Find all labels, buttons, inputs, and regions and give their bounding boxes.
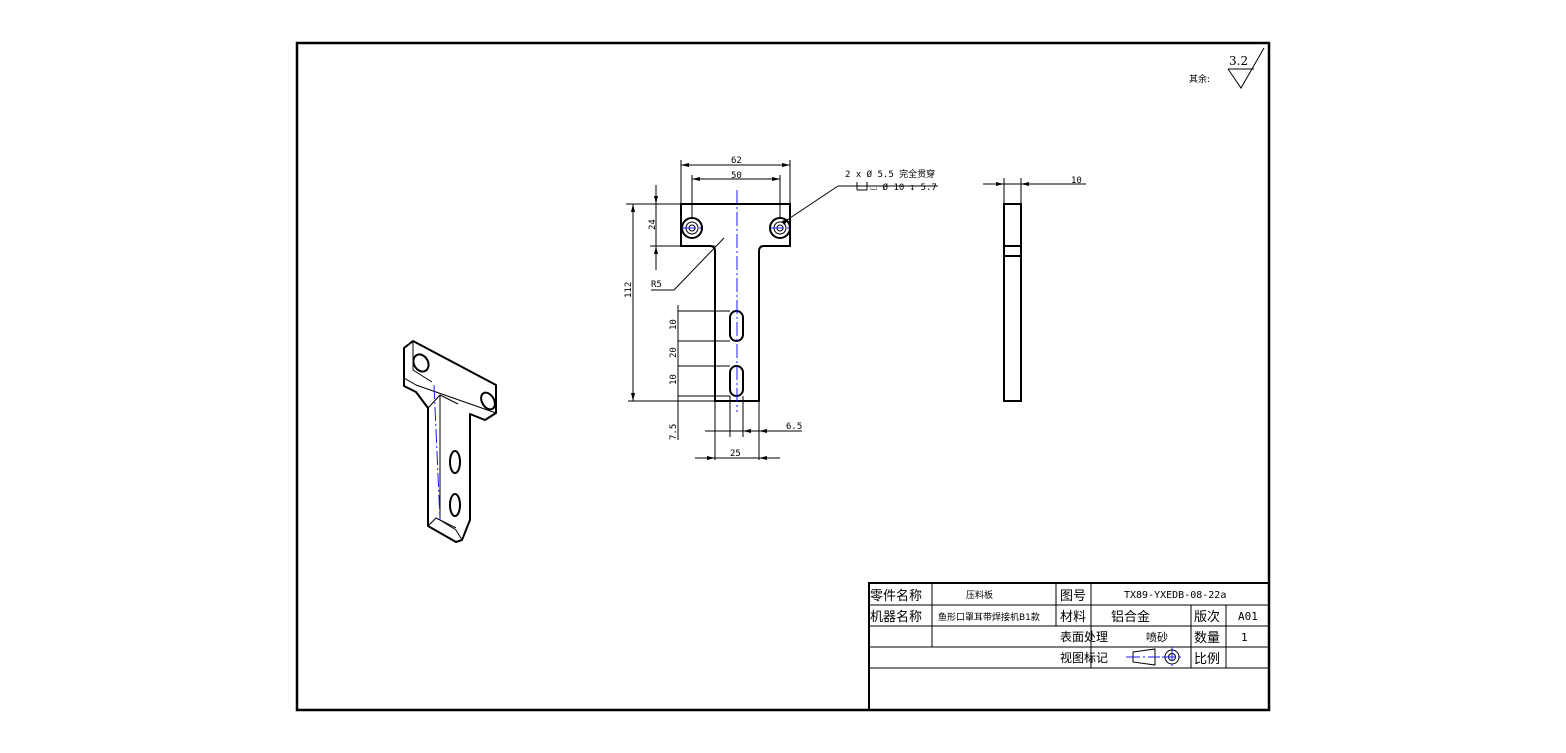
side-view bbox=[983, 178, 1086, 402]
view-label: 视图标记 bbox=[1060, 650, 1108, 665]
dim-50: 50 bbox=[731, 171, 742, 181]
dim-25: 25 bbox=[730, 449, 741, 459]
isometric-view bbox=[403, 340, 497, 543]
dim-24: 24 bbox=[648, 219, 658, 230]
material-value: 铝合金 bbox=[1111, 609, 1150, 625]
dim-112: 112 bbox=[624, 282, 634, 298]
part-name-value: 压料板 bbox=[966, 589, 993, 601]
roughness-prefix: 其余: bbox=[1189, 73, 1210, 85]
dim-7-5: 7.5 bbox=[669, 424, 679, 440]
projection-symbol-icon bbox=[1126, 647, 1182, 667]
dimension-arrows bbox=[631, 163, 790, 460]
roughness-value: 3.2 bbox=[1229, 54, 1248, 68]
material-label: 材料 bbox=[1060, 610, 1086, 625]
quantity-label: 数量 bbox=[1194, 631, 1220, 646]
drawing-no-label: 图号 bbox=[1060, 589, 1086, 604]
drawing-no-value: TX89-YXEDB-08-22a bbox=[1124, 590, 1226, 601]
version-value: A01 bbox=[1238, 610, 1258, 623]
surface-label: 表面处理 bbox=[1060, 630, 1108, 644]
dim-6-5: 6.5 bbox=[786, 422, 802, 432]
roughness-symbol: 其余: 3.2 bbox=[1189, 47, 1265, 89]
dim-r5: R5 bbox=[651, 280, 662, 290]
sheet-border bbox=[295, 41, 1271, 712]
machine-name-value: 鱼形口罩耳带焊接机B1款 bbox=[938, 611, 1040, 623]
machine-name-label: 机器名称 bbox=[870, 609, 922, 625]
version-label: 版次 bbox=[1194, 609, 1220, 625]
dim-62: 62 bbox=[731, 156, 742, 166]
hole-callout-line2: ⌴ Ø 10 ↧ 5.7 bbox=[870, 182, 937, 193]
dim-slot-20: 20 bbox=[669, 347, 679, 358]
dim-thickness: 10 bbox=[1071, 176, 1082, 186]
scale-label: 比例 bbox=[1194, 652, 1220, 667]
hole-callout-line1: 2 x Ø 5.5 完全贯穿 bbox=[845, 168, 935, 180]
part-name-label: 零件名称 bbox=[870, 588, 922, 604]
title-block bbox=[868, 582, 1270, 711]
dim-slot-10-a: 10 bbox=[669, 319, 679, 330]
front-view bbox=[680, 190, 791, 412]
dim-slot-10-b: 10 bbox=[669, 374, 679, 385]
quantity-value: 1 bbox=[1241, 631, 1248, 644]
surface-value: 喷砂 bbox=[1146, 631, 1168, 644]
